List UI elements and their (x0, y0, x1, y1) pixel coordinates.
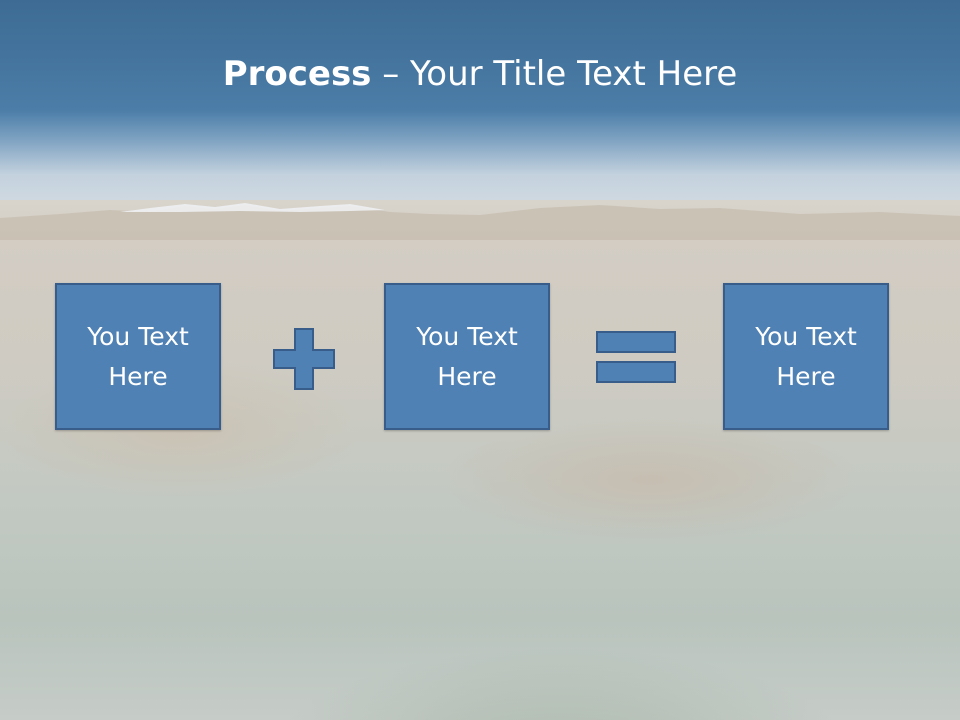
equals-icon (596, 331, 676, 383)
process-box-3-text: You Text Here (736, 317, 876, 397)
process-box-1[interactable]: You Text Here (55, 283, 221, 430)
process-box-1-line2: Here (108, 361, 168, 391)
sky-background (0, 0, 960, 230)
process-box-3-line1: You Text (755, 321, 857, 351)
plus-icon (273, 328, 335, 390)
mountain-range-image (0, 203, 960, 240)
process-box-3[interactable]: You Text Here (723, 283, 889, 430)
slide-title: Process – Your Title Text Here (0, 52, 960, 96)
process-box-2[interactable]: You Text Here (384, 283, 550, 430)
title-bold: Process (222, 54, 372, 94)
process-box-2-text: You Text Here (397, 317, 537, 397)
process-box-3-line2: Here (776, 361, 836, 391)
process-box-1-line1: You Text (87, 321, 189, 351)
process-box-1-text: You Text Here (68, 317, 208, 397)
process-box-2-line1: You Text (416, 321, 518, 351)
process-box-2-line2: Here (437, 361, 497, 391)
title-rest: – Your Title Text Here (371, 54, 738, 94)
landscape-background (0, 200, 960, 720)
